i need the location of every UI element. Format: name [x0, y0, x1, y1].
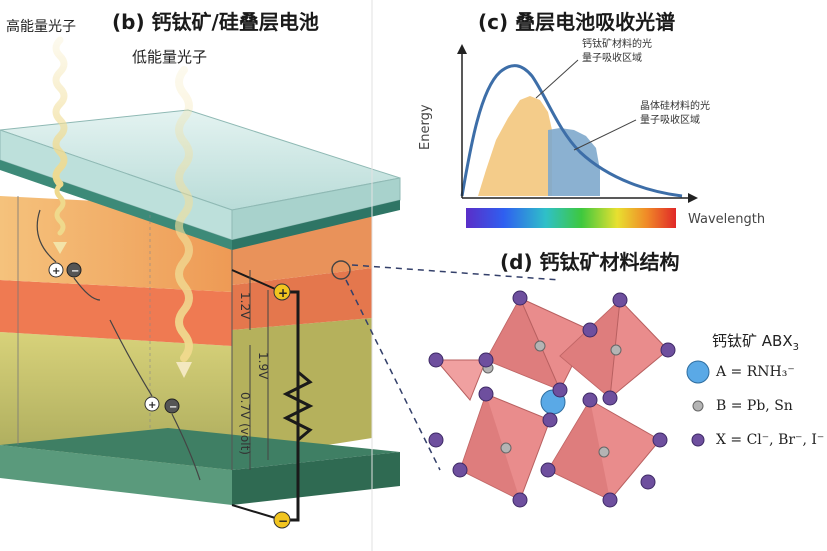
electron-sign: −	[71, 266, 79, 277]
spectrum-y-axis-arrow	[457, 44, 467, 54]
legend-atom-b-icon	[692, 400, 704, 412]
hole-sign: +	[52, 266, 60, 277]
legend-item-b: B = Pb, Sn	[716, 398, 793, 414]
voltage-top-label: 1.2V	[238, 292, 252, 320]
negative-terminal-icon	[273, 511, 291, 529]
negative-terminal-sign: −	[278, 514, 288, 528]
high-energy-photon-label: 高能量光子	[6, 19, 76, 35]
wire-to-top	[231, 269, 283, 293]
spectrum-x-axis-label: Wavelength	[688, 212, 766, 227]
zoom-dashed-line	[351, 264, 561, 281]
hole-icon	[48, 262, 64, 278]
resistor-icon	[282, 370, 314, 442]
atom-b	[610, 344, 622, 356]
glass-edge-strip-side	[232, 200, 400, 250]
carrier-path	[36, 209, 57, 263]
perovskite-absorption-area	[478, 96, 552, 196]
positive-terminal-sign: +	[278, 286, 288, 300]
legend-item-x: X = Cl⁻, Br⁻, I⁻	[716, 432, 825, 448]
spectrum-curve	[460, 64, 683, 198]
legend-atom-a-icon	[686, 360, 710, 384]
annotation-leader	[535, 59, 579, 99]
photon-arrow-icon	[53, 242, 67, 254]
electron-icon	[164, 398, 180, 414]
spectrum-y-axis-label: Energy	[418, 104, 433, 150]
spectrum-x-axis-arrow	[688, 193, 698, 203]
electron-sign: −	[169, 402, 177, 413]
high-energy-photon-icon	[54, 182, 66, 236]
carrier-path	[109, 319, 153, 397]
legend-title-subscript: 3	[792, 342, 799, 353]
high-energy-photon-icon	[52, 36, 68, 188]
carrier-path	[73, 277, 101, 301]
zoom-dashed-line	[345, 279, 441, 471]
hole-icon	[144, 396, 160, 412]
voltage-total-label: 1.9V	[256, 352, 270, 380]
carrier-path	[171, 413, 201, 481]
silicon-absorption-area	[548, 128, 600, 196]
annotation-leader	[573, 119, 637, 151]
wire-to-bottom	[231, 504, 283, 521]
atom-b	[534, 340, 546, 352]
junction-side-face	[232, 268, 372, 330]
silicon-absorption-annotation: 晶体硅材料的光 量子吸收区域	[640, 100, 710, 128]
atom-b	[598, 446, 610, 458]
magnifier-ring	[331, 260, 351, 280]
bottom-contact-side	[232, 452, 400, 505]
wavelength-color-bar	[466, 208, 676, 228]
silicon-side-face	[232, 318, 372, 460]
low-energy-photon-icon	[175, 66, 193, 362]
perovskite-lattice	[434, 297, 669, 501]
annotation-line: 量子吸收区域	[582, 53, 642, 64]
perovskite-absorption-annotation: 钙钛矿材料的光 量子吸收区域	[582, 38, 652, 66]
atom-x-group	[428, 290, 676, 508]
panel-d-title: (d) 钙钛矿材料结构	[500, 250, 680, 274]
annotation-line: 晶体硅材料的光	[640, 101, 710, 112]
legend-item-a: A = RNH₃⁻	[716, 364, 795, 380]
panel-b-title: (b) 钙钛矿/硅叠层电池	[112, 10, 319, 34]
legend-title: 钙钛矿 ABX3	[712, 330, 799, 353]
annotation-line: 钙钛矿材料的光	[582, 39, 652, 50]
atom-b	[500, 442, 512, 454]
annotation-line: 量子吸收区域	[640, 115, 700, 126]
low-energy-photon-label: 低能量光子	[132, 48, 208, 66]
voltage-bottom-label: 0.7V (volt)	[238, 392, 252, 455]
panel-c-title: (c) 叠层电池吸收光谱	[478, 10, 676, 34]
hole-sign: +	[148, 400, 156, 411]
photon-arrow-icon	[176, 362, 192, 378]
junction-layer	[0, 280, 232, 346]
legend-atom-x-icon	[691, 433, 705, 447]
bottom-contact-top	[0, 428, 400, 470]
legend-title-text: 钙钛矿 ABX	[712, 332, 793, 350]
electron-icon	[66, 262, 82, 278]
bottom-contact-front	[0, 445, 232, 505]
positive-terminal-icon	[273, 283, 291, 301]
